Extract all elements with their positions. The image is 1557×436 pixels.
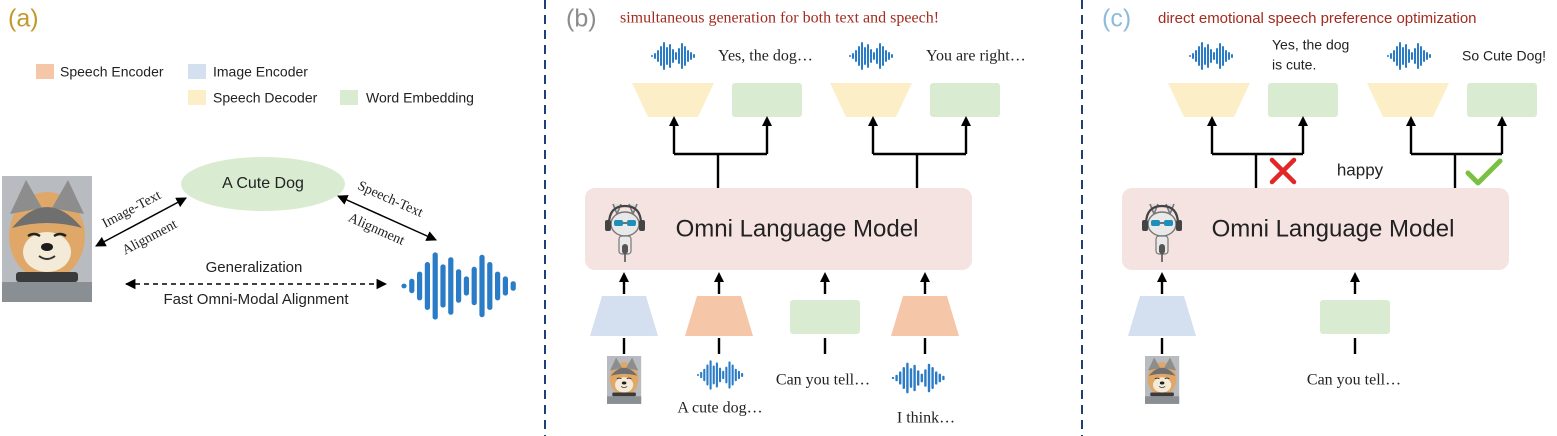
center-node-label: A Cute Dog [222,175,304,192]
legend-swatch-image-encoder [188,64,206,79]
panel-a: (a) Speech Encoder Image Encoder Speech … [0,5,513,318]
output-1-line-2: is cute. [1272,57,1316,73]
waveform-icon [849,42,893,70]
generalization-label: Generalization [206,259,303,276]
input-speech-1-text: A cute dog… [677,400,762,417]
panel-c-label: (c) [1102,5,1131,33]
omni-model-box [1122,188,1509,270]
word-embedding-out-1 [1268,83,1338,117]
speech-encoder-1 [685,296,753,336]
panel-c: (c) direct emotional speech preference o… [1102,5,1546,405]
word-embedding-in [790,300,860,334]
image-encoder [590,296,658,336]
output-1-text: Yes, the dog… [718,48,813,65]
output-arrowheads [1207,116,1507,126]
input-arrowheads [619,272,930,282]
legend: Speech Encoder Image Encoder Speech Deco… [36,64,474,106]
omni-model-box [585,188,972,270]
cross-icon [1269,157,1297,185]
output-2-text: You are right… [926,48,1026,65]
dog-photo [606,355,642,405]
input-connectors [622,278,927,354]
input-speech-2-text: I think… [897,410,955,427]
emotion-label: happy [1337,160,1384,179]
omni-model-label: Omni Language Model [1212,215,1455,242]
output-connectors [1210,122,1504,188]
legend-swatch-speech-encoder [36,64,54,79]
dog-photo [1144,355,1180,405]
output-1-line-1: Yes, the dog [1272,37,1349,53]
panel-b-title: simultaneous generation for both text an… [620,10,939,27]
image-encoder [1128,296,1196,336]
panel-a-label: (a) [8,5,39,33]
check-icon [1465,158,1503,186]
panel-b: (b) simultaneous generation for both tex… [566,5,1026,427]
speech-decoder-1 [632,83,714,117]
image-text-label-2: Alignment [120,217,180,258]
legend-swatch-word-embedding [340,90,358,105]
image-text-arrow [95,197,187,247]
dog-photo [0,174,94,304]
speech-text-arrow [337,195,437,241]
fast-alignment-label: Fast Omni-Modal Alignment [163,291,349,308]
waveform-icon [1189,42,1233,70]
image-text-label-1: Image-Text [100,188,164,231]
output-2-text: So Cute Dog! [1462,48,1546,64]
waveform-icon [404,255,513,317]
input-text: Can you tell… [776,372,870,389]
legend-label-image-encoder: Image Encoder [213,64,308,80]
legend-swatch-speech-decoder [188,90,206,105]
waveform-icon [891,362,945,394]
output-connectors [672,122,968,188]
word-embedding-in [1320,300,1390,334]
speech-decoder-1 [1168,83,1250,117]
legend-label-speech-decoder: Speech Decoder [213,90,318,106]
omni-model-label: Omni Language Model [676,215,919,242]
panel-c-title: direct emotional speech preference optim… [1158,10,1477,27]
word-embedding-out-2 [930,83,1000,117]
waveform-icon [696,360,744,390]
speech-decoder-2 [1367,83,1449,117]
speech-encoder-2 [891,296,959,336]
waveform-icon [651,42,695,70]
center-node [181,157,345,211]
output-arrowheads [669,116,971,126]
word-embedding-out-1 [732,83,802,117]
speech-text-label-1: Speech-Text [355,179,425,221]
input-arrowheads [1157,272,1360,282]
panel-b-label: (b) [566,5,597,33]
word-embedding-out-2 [1467,83,1537,117]
waveform-icon [1387,42,1431,70]
speech-decoder-2 [830,83,912,117]
speech-text-label-2: Alignment [346,211,407,249]
legend-label-speech-encoder: Speech Encoder [60,64,164,80]
input-text: Can you tell… [1307,372,1401,389]
legend-label-word-embedding: Word Embedding [366,90,474,106]
